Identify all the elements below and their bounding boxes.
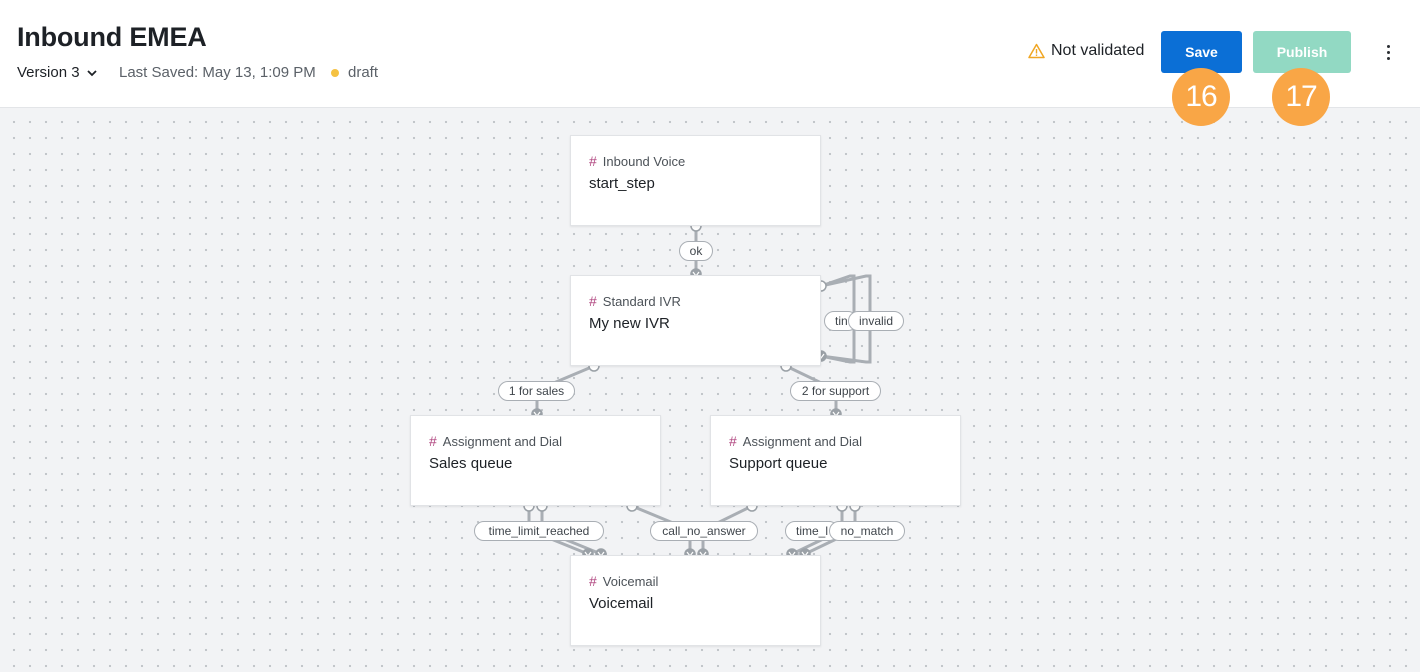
node-type: # Inbound Voice	[589, 153, 685, 169]
node-type-label: Voicemail	[602, 573, 659, 589]
status-indicator: draft	[331, 64, 378, 81]
flow-title: Inbound EMEA	[17, 22, 207, 52]
edge-label-support[interactable]: 2 for support	[790, 381, 881, 401]
status-dot-icon	[331, 68, 339, 77]
edge-label-sales-time-limit[interactable]: time_limit_reached	[474, 521, 604, 541]
edge-label-call-no-answer[interactable]: call_no_answer	[650, 521, 758, 541]
flow-node-voicemail[interactable]: # Voicemail Voicemail	[570, 555, 821, 646]
edge-label-sales[interactable]: 1 for sales	[498, 381, 575, 401]
node-type: # Assignment and Dial	[729, 433, 862, 449]
editor-header: Inbound EMEA Version 3 Last Saved: May 1…	[0, 0, 1420, 108]
node-type: # Assignment and Dial	[429, 433, 562, 449]
flow-node-inbound-voice[interactable]: # Inbound Voice start_step	[570, 135, 821, 226]
version-label: Version 3	[17, 64, 80, 81]
node-type-label: Assignment and Dial	[442, 433, 563, 449]
publish-button[interactable]: Publish	[1253, 31, 1351, 73]
hash-icon: #	[589, 293, 597, 309]
node-name: Sales queue	[429, 455, 513, 472]
hash-icon: #	[429, 433, 437, 449]
flow-node-support-queue[interactable]: # Assignment and Dial Support queue	[710, 415, 961, 506]
flow-node-standard-ivr[interactable]: # Standard IVR My new IVR	[570, 275, 821, 366]
chevron-down-icon	[86, 69, 97, 76]
validation-label: Not validated	[1051, 42, 1145, 59]
version-dropdown[interactable]: Version 3	[17, 64, 98, 81]
flow-node-sales-queue[interactable]: # Assignment and Dial Sales queue	[410, 415, 661, 506]
callout-badge-publish: 17	[1272, 68, 1330, 126]
save-button[interactable]: Save	[1161, 31, 1242, 73]
warning-icon	[1028, 43, 1045, 59]
node-type-label: Assignment and Dial	[742, 433, 863, 449]
validation-status[interactable]: Not validated	[1028, 42, 1144, 60]
callout-badge-save: 16	[1172, 68, 1230, 126]
node-type: # Voicemail	[589, 573, 658, 589]
edge-label-support-time-limit[interactable]: time_l	[785, 521, 839, 541]
node-name: My new IVR	[589, 315, 670, 332]
edge-label-ok[interactable]: ok	[679, 241, 713, 261]
node-type-label: Inbound Voice	[602, 153, 686, 169]
hash-icon: #	[589, 153, 597, 169]
node-name: start_step	[589, 175, 655, 192]
hash-icon: #	[589, 573, 597, 589]
more-options-icon[interactable]	[1380, 40, 1396, 64]
node-type-label: Standard IVR	[602, 293, 681, 309]
hash-icon: #	[729, 433, 737, 449]
node-name: Support queue	[729, 455, 828, 472]
node-type: # Standard IVR	[589, 293, 681, 309]
edge-label-no-match[interactable]: no_match	[829, 521, 905, 541]
node-name: Voicemail	[589, 595, 654, 612]
last-saved-text: Last Saved: May 13, 1:09 PM	[119, 64, 316, 81]
status-label: draft	[348, 64, 379, 81]
edge-label-invalid[interactable]: invalid	[848, 311, 904, 331]
